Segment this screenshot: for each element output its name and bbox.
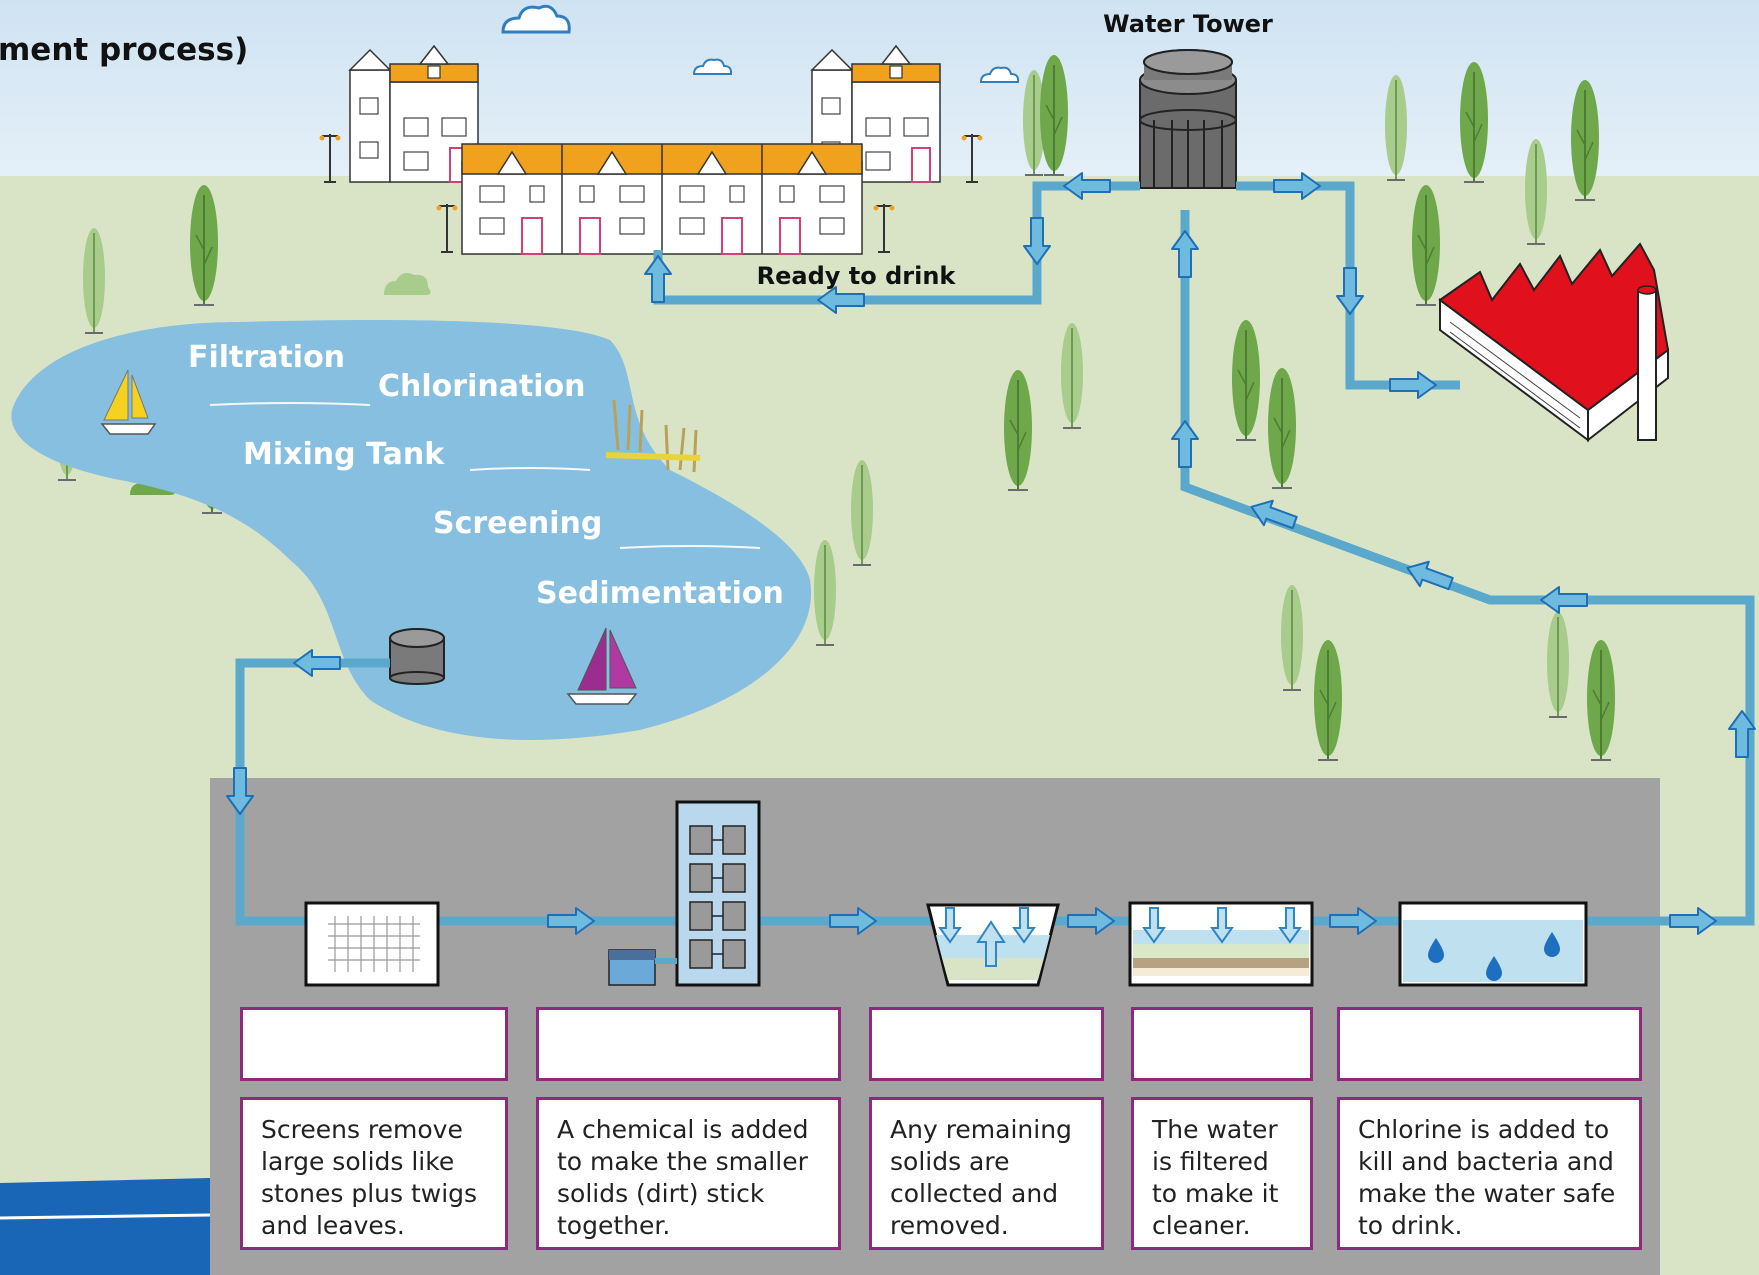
clouds [501, 4, 1020, 83]
description-filtration: The water is filtered to make it cleaner… [1152, 1115, 1279, 1240]
lake-label-chlorination: Chlorination [378, 369, 586, 404]
sailboat-purple [566, 627, 638, 705]
sailboat-yellow [100, 369, 157, 435]
description-box-filtration: The water is filtered to make it cleaner… [1131, 1097, 1313, 1250]
description-box-mixing: A chemical is added to make the smaller … [536, 1097, 841, 1250]
description-chlorination: Chlorine is added to kill and bacteria a… [1358, 1115, 1616, 1240]
description-screening: Screens remove large solids like stones … [261, 1115, 478, 1240]
water-tower [1139, 49, 1237, 189]
lake-label-mixing-tank: Mixing Tank [243, 437, 445, 472]
ready-to-drink-label: Ready to drink [757, 262, 957, 290]
description-sedimentation: Any remaining solids are collected and r… [890, 1115, 1072, 1240]
chlorination-unit [1398, 901, 1588, 987]
cloud-icon [979, 66, 1020, 83]
description-box-sedimentation: Any remaining solids are collected and r… [869, 1097, 1104, 1250]
cloud-icon [501, 4, 571, 34]
description-mixing: A chemical is added to make the smaller … [557, 1115, 809, 1240]
lake-label-screening: Screening [433, 506, 602, 541]
water-drop-icon [1428, 932, 1560, 981]
description-box-screening: Screens remove large solids like stones … [240, 1097, 508, 1250]
answer-box-1[interactable] [240, 1007, 508, 1081]
reeds [605, 399, 701, 473]
water-tower-label: Water Tower [1103, 10, 1273, 38]
bottom-left-band [0, 1178, 210, 1275]
intake-tank [389, 628, 445, 685]
page-title-fragment: ment process) [0, 32, 248, 68]
answer-box-5[interactable] [1337, 1007, 1642, 1081]
answer-box-3[interactable] [869, 1007, 1104, 1081]
cloud-icon [692, 58, 733, 75]
mixing-tank-unit [608, 800, 761, 987]
lake-label-filtration: Filtration [188, 340, 345, 375]
answer-box-4[interactable] [1131, 1007, 1313, 1081]
town-houses [318, 45, 984, 255]
answer-box-2[interactable] [536, 1007, 841, 1081]
description-box-chlorination: Chlorine is added to kill and bacteria a… [1337, 1097, 1642, 1250]
lake-label-sedimentation: Sedimentation [536, 576, 784, 611]
factory [1438, 242, 1670, 443]
sedimentation-unit [926, 903, 1060, 987]
filtration-unit [1128, 901, 1314, 987]
screening-unit [304, 901, 440, 987]
